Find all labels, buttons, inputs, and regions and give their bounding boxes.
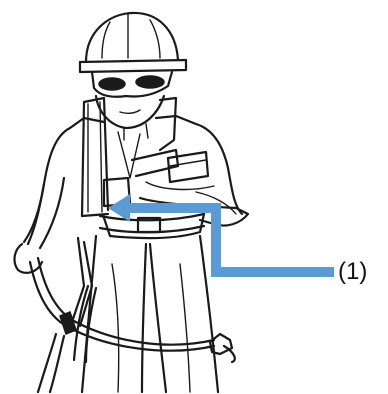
hard-hat [80, 13, 186, 72]
left-arm [15, 178, 64, 273]
lanyard [30, 238, 214, 392]
legs [82, 236, 218, 392]
collar [70, 116, 196, 178]
torso [28, 124, 242, 244]
callout-label: (1) [338, 258, 367, 286]
waist-belt [100, 214, 204, 232]
